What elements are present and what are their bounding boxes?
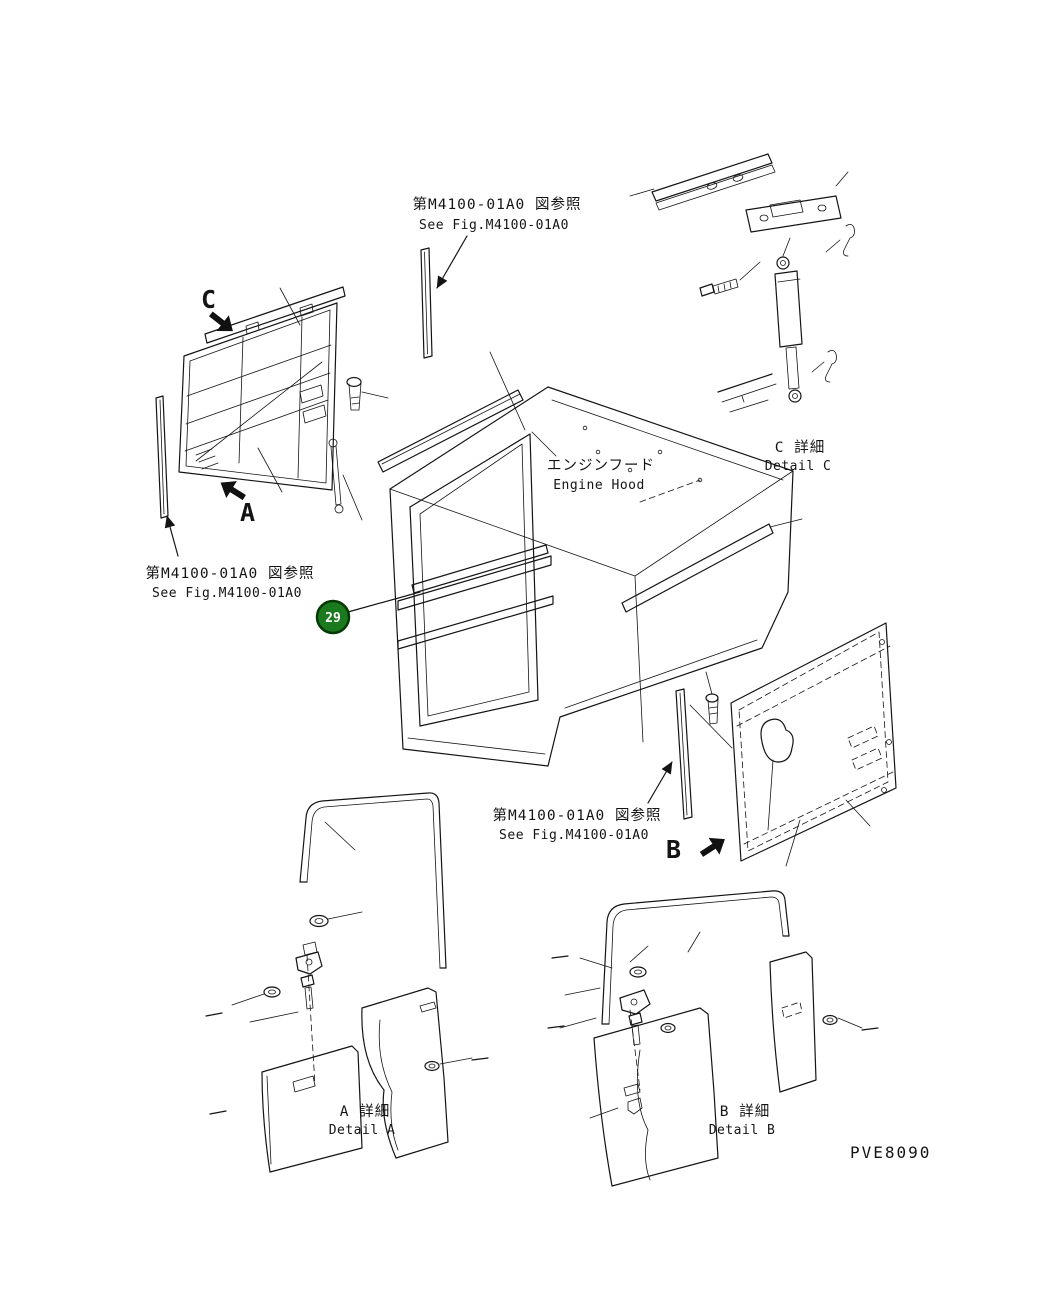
leader-arrow [647,761,673,804]
torn-panel-left [593,1007,719,1187]
detail-c-label-en: Detail C [765,459,832,474]
detail-b-label-en: Detail B [709,1123,776,1138]
washer [629,966,647,978]
engine-hood-label-jp: エンジンフード [547,458,655,474]
stay-rod [328,438,363,521]
gas-spring [774,237,803,403]
rect-hole [292,1075,316,1093]
detail-c-view: C 詳細 Detail C [629,153,855,474]
view-arrow-b: B [666,835,725,864]
view-a-arrow-icon [220,481,246,501]
view-arrow-c: C [201,285,233,332]
washer [263,986,281,998]
hinge-bracket [745,195,842,233]
trim-strip-right [621,518,803,613]
drawing-number: PVE8090 [850,1143,931,1162]
trim-strip-upper [377,389,524,473]
engine-hood-drawing [389,351,794,767]
side-panel-left-view [178,286,346,493]
ref-fig-top-en: See Fig.M4100-01A0 [419,218,569,233]
engine-hood-label-en: Engine Hood [553,478,645,493]
washer [309,914,329,928]
sill-strip-part-29 [411,544,549,594]
slot-hole [623,1083,641,1097]
spring-clip-upper [843,224,855,257]
bolt-head [300,974,315,988]
washer [660,1022,676,1034]
bolt-side-panel [346,376,389,411]
ref-fig-right-en: See Fig.M4100-01A0 [499,828,649,843]
hinge-bracket [295,951,323,975]
detail-b-view: B 詳細 Detail B [547,890,879,1187]
view-letter-a: A [240,498,255,527]
detail-b-label-jp: B 詳細 [720,1103,770,1120]
torn-panel-right [769,951,817,1093]
seal-strip-right [675,688,693,820]
bolt-detail-c [699,261,761,297]
slot-hole [419,1001,437,1013]
view-letter-c: C [201,285,216,314]
engine-hood-label: エンジンフード Engine Hood [531,431,655,493]
lower-panel [261,1045,363,1173]
hinge-bracket [619,989,651,1015]
ref-fig-right-jp: 第M4100-01A0 図参照 [492,806,661,824]
seal-strip-left [155,395,169,519]
detail-a-label-en: Detail A [329,1123,396,1138]
seal-strip-top [420,247,433,359]
clip-bracket [627,1097,643,1115]
detail-c-label-jp: C 詳細 [775,439,825,456]
leader-arrow [436,235,468,289]
side-panel-right-view [730,622,897,867]
ref-annotation-top: 第M4100-01A0 図参照 See Fig.M4100-01A0 [412,195,581,289]
washer [424,1060,440,1072]
rect-hole [781,1001,803,1019]
callout-29[interactable]: 29 [315,591,421,635]
ref-fig-left-en: See Fig.M4100-01A0 [152,586,302,601]
view-c-arrow-icon [208,311,233,332]
ref-fig-top-jp: 第M4100-01A0 図参照 [412,195,581,213]
washer [822,1014,838,1026]
bolt-right-door [705,671,719,725]
detail-a-label-jp: A 詳細 [340,1103,390,1120]
ref-annotation-left: 第M4100-01A0 図参照 See Fig.M4100-01A0 [145,515,314,601]
spring-clip-lower [825,350,837,383]
view-b-arrow-icon [699,837,725,857]
callout-leader [347,591,421,613]
callout-balloon[interactable] [315,599,351,635]
ref-fig-left-jp: 第M4100-01A0 図参照 [145,564,314,582]
callout-number: 29 [325,611,341,626]
view-letter-b: B [666,835,681,864]
view-arrow-a: A [220,481,255,527]
bolt-head [628,1012,643,1026]
torn-panel [361,987,449,1159]
ref-annotation-right: 第M4100-01A0 図参照 See Fig.M4100-01A0 [492,761,673,843]
leader-arrow [164,515,179,557]
detail-a-view: A 詳細 Detail A [205,792,489,1173]
